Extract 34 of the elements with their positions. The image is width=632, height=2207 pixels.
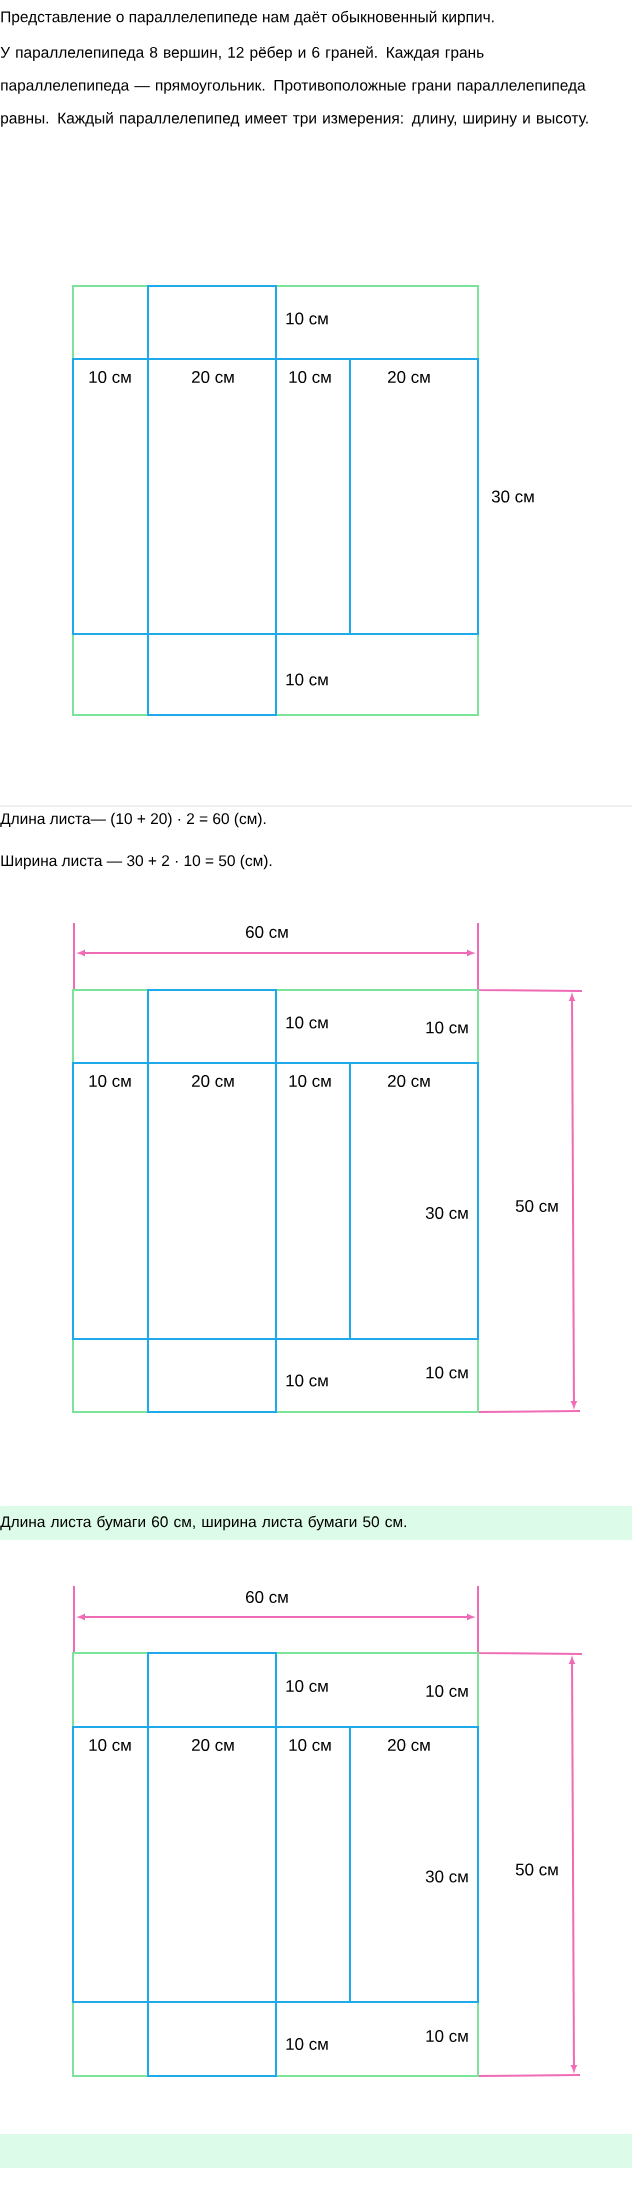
dimension-label: 20 см — [388, 371, 430, 383]
dimension-label: 10 см — [426, 1685, 468, 1697]
dimension-label: 10 см — [286, 1680, 328, 1692]
dimension-label: 30 см — [491, 490, 534, 503]
dimension-label: 10 см — [426, 1021, 468, 1034]
text-line: Представление о параллелепипеде нам даёт обыкновенный кирпич. — [1, 10, 494, 26]
dimension-label: 30 см — [425, 1870, 468, 1883]
highlighted-text: Длина листа бумаги 60 см, ширина листа бумаги 50 см. — [0, 1506, 632, 1540]
dimension-label: 10 см — [426, 2030, 468, 2042]
dimension-label: 20 см — [192, 1739, 234, 1751]
text-line: Длина листа— (10 + 20) · 2 = 60 (см). — [0, 812, 266, 828]
dimension-label: 20 см — [388, 1075, 430, 1087]
dimension-label: 10 см — [286, 312, 328, 325]
dimension-label: 10 см — [286, 2038, 328, 2050]
dimension-label: 30 см — [425, 1207, 468, 1219]
dimension-label: 60 см — [246, 1591, 288, 1603]
dimension-label: 60 см — [246, 926, 288, 938]
dimension-label: 10 см — [89, 1739, 131, 1751]
dimension-label: 10 см — [289, 1739, 331, 1751]
dimension-label: 10 см — [286, 673, 328, 686]
dimension-label: 10 см — [286, 1374, 328, 1387]
dimension-label: 20 см — [192, 1075, 234, 1087]
dimension-label: 50 см — [515, 1863, 558, 1876]
dimension-label: 10 см — [426, 1366, 468, 1379]
dimension-label: 10 см — [89, 1075, 131, 1087]
dimension-label: 20 см — [388, 1739, 430, 1751]
text-line: Ширина листа — 30 + 2 · 10 = 50 (см). — [1, 854, 272, 870]
dimension-label: 10 см — [286, 1016, 328, 1029]
dimension-label: 50 см — [515, 1200, 558, 1212]
dimension-label: 10 см — [289, 1075, 331, 1087]
dimension-label: 20 см — [192, 371, 234, 383]
paragraph: У параллелепипеда 8 вершин, 12 рёбер и 6 граней. Каждая грань параллелепипеда — прямоугольник. Противоположные грани параллелепипеда равны. Каждый параллелепипед имеет три измерения: длину, ширину и высоту. — [0, 46, 588, 127]
dimension-label: 10 см — [289, 371, 331, 383]
dimension-label: 10 см — [89, 371, 131, 383]
